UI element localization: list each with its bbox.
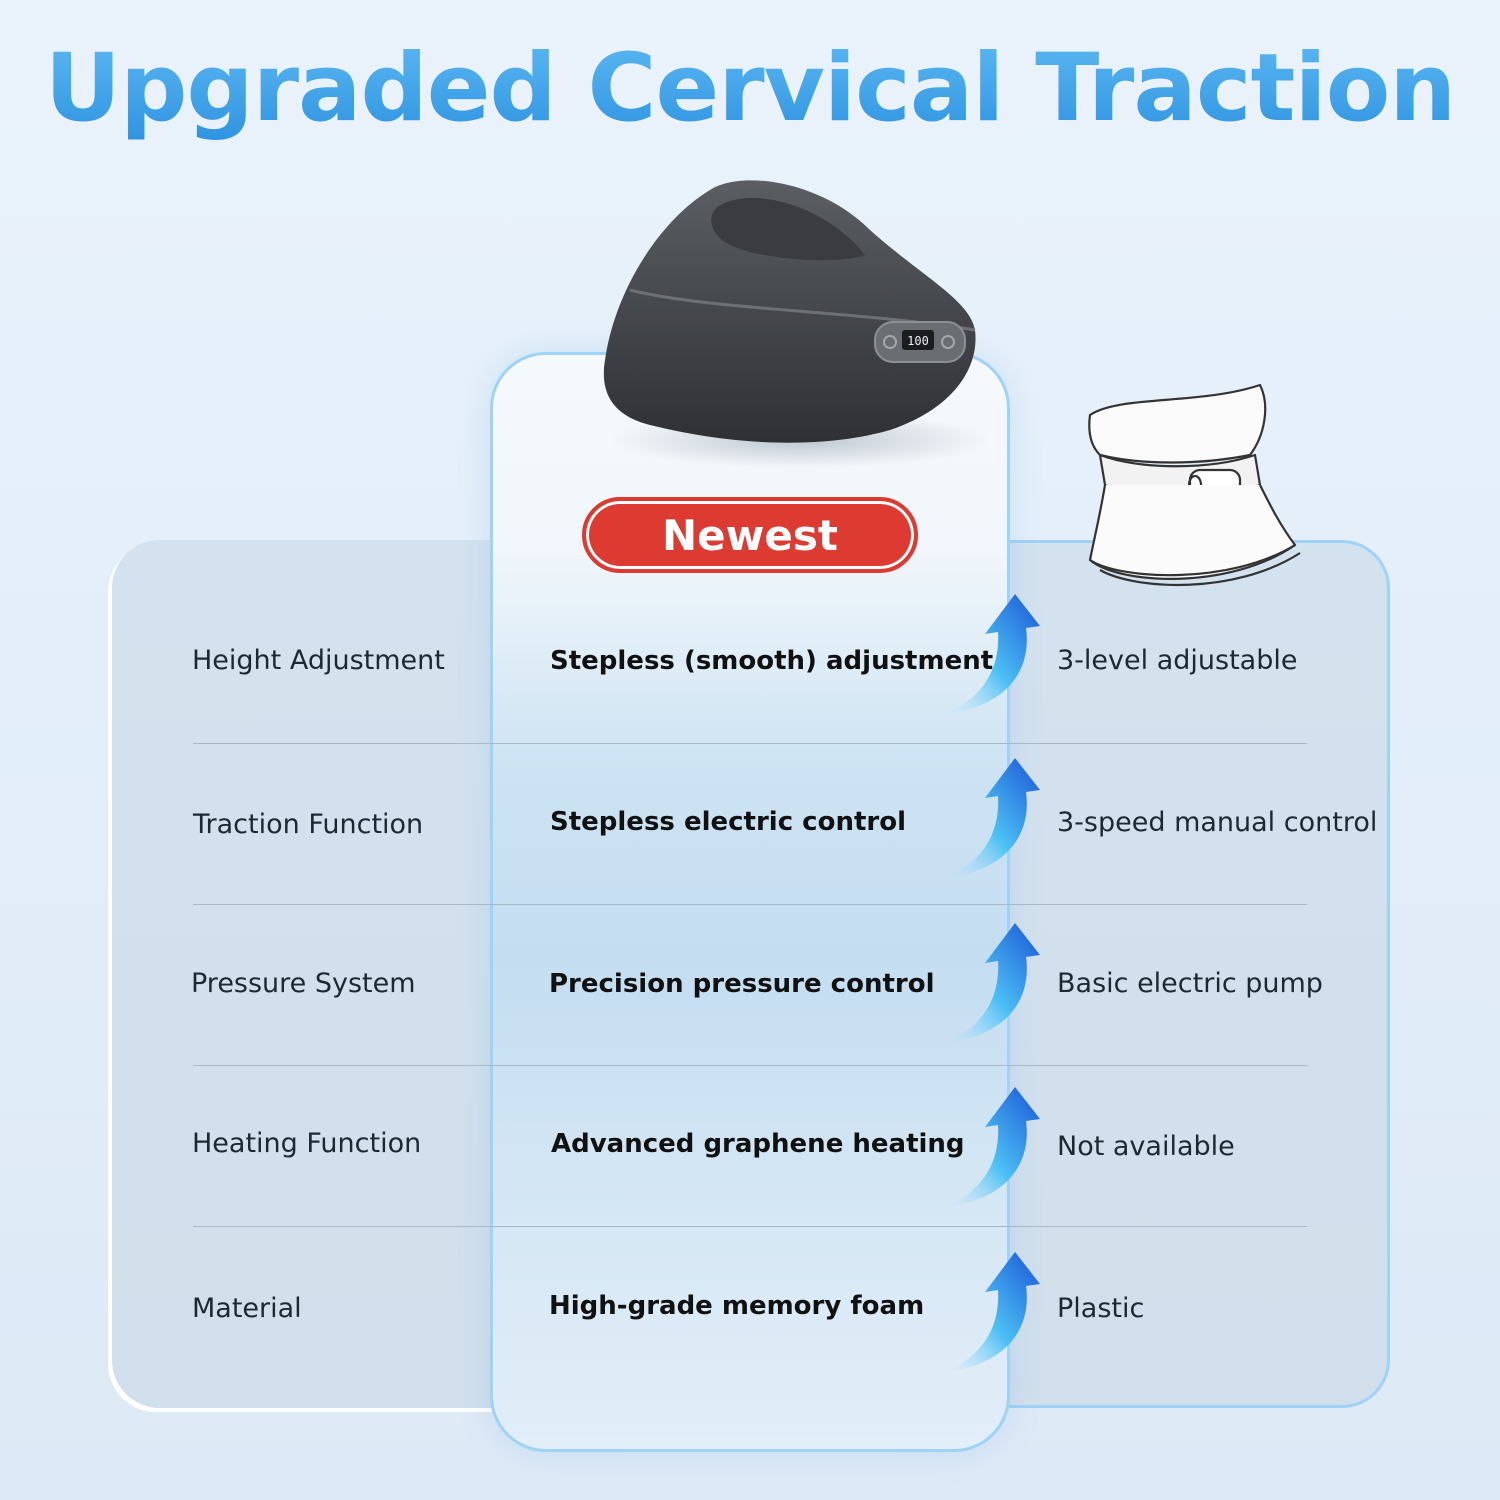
- competitor-panel: [960, 540, 1390, 1408]
- page-title: Upgraded Cervical Traction: [0, 34, 1500, 143]
- upward-arrow-icon: [945, 594, 1040, 714]
- neck-traction-device-image: 100: [603, 180, 990, 468]
- device-display-value: 100: [907, 334, 929, 348]
- row-divider: [193, 1065, 1307, 1066]
- upward-arrow-icon: [945, 758, 1040, 878]
- basic-value-heating-function: Not available: [1057, 1131, 1235, 1162]
- newest-badge: Newest: [582, 497, 918, 573]
- basic-value-height-adjustment: 3-level adjustable: [1057, 645, 1298, 676]
- upgraded-value-pressure-system: Precision pressure control: [549, 969, 935, 999]
- upgraded-value-height-adjustment: Stepless (smooth) adjustment: [550, 646, 994, 676]
- newest-badge-label: Newest: [662, 510, 838, 560]
- feature-label-pressure-system: Pressure System: [191, 968, 416, 999]
- upgraded-value-material: High-grade memory foam: [549, 1291, 925, 1321]
- feature-label-traction-function: Traction Function: [193, 809, 424, 840]
- row-divider: [193, 904, 1307, 905]
- feature-label-heating-function: Heating Function: [192, 1128, 422, 1159]
- feature-label-height-adjustment: Height Adjustment: [192, 645, 445, 676]
- basic-value-traction-function: 3-speed manual control: [1057, 807, 1378, 838]
- row-divider: [193, 1226, 1307, 1227]
- basic-value-pressure-system: Basic electric pump: [1057, 968, 1323, 999]
- row-divider: [193, 743, 1307, 744]
- upward-arrow-icon: [945, 1087, 1040, 1207]
- feature-label-material: Material: [192, 1293, 302, 1324]
- upward-arrow-icon: [945, 1252, 1040, 1372]
- upward-arrow-icon: [945, 923, 1040, 1043]
- inflatable-neck-collar-image: [1088, 383, 1301, 587]
- upgraded-value-traction-function: Stepless electric control: [550, 807, 906, 837]
- basic-features-panel-left: [112, 540, 532, 1408]
- upgraded-value-heating-function: Advanced graphene heating: [551, 1129, 965, 1159]
- basic-value-material: Plastic: [1057, 1293, 1145, 1324]
